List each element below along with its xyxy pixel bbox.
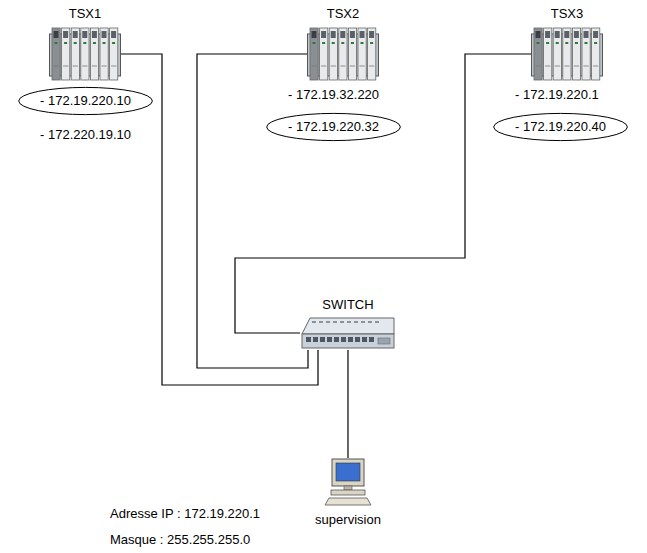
highlight-ellipse [19,87,153,114]
node-label: SWITCH [320,297,375,313]
plc-illustration [307,26,379,82]
ip-label: - 172.19.220.32 [288,119,379,135]
node-label: supervision [313,512,383,528]
ip-label: - 172.19.32.220 [288,87,379,103]
network-cable [121,54,318,385]
node-label: TSX1 [67,6,104,22]
node-label: TSX2 [325,6,362,22]
ip-label: Masque : 255.255.255.0 [110,532,250,548]
ip-label: - 172.220.19.10 [40,127,131,143]
plc-node: TSX3 [531,6,603,82]
node-label: TSX3 [549,6,586,22]
pc-node: supervision [313,458,383,528]
network-cable [347,350,348,458]
highlight-ellipse [494,113,628,140]
plc-node: TSX2 [307,6,379,82]
ip-label: Adresse IP : 172.19.220.1 [110,506,260,522]
highlight-ellipse [267,113,401,140]
plc-illustration [49,26,121,82]
switch-node: SWITCH [300,297,396,350]
plc-illustration [531,26,603,82]
ip-label: - 172.19.220.40 [515,119,606,135]
ip-label: - 172.19.220.10 [40,93,131,109]
ip-label: - 172.19.220.1 [515,87,599,103]
switch-illustration [300,316,396,350]
computer-illustration [323,458,373,506]
plc-node: TSX1 [49,6,121,82]
network-cable [235,54,531,333]
